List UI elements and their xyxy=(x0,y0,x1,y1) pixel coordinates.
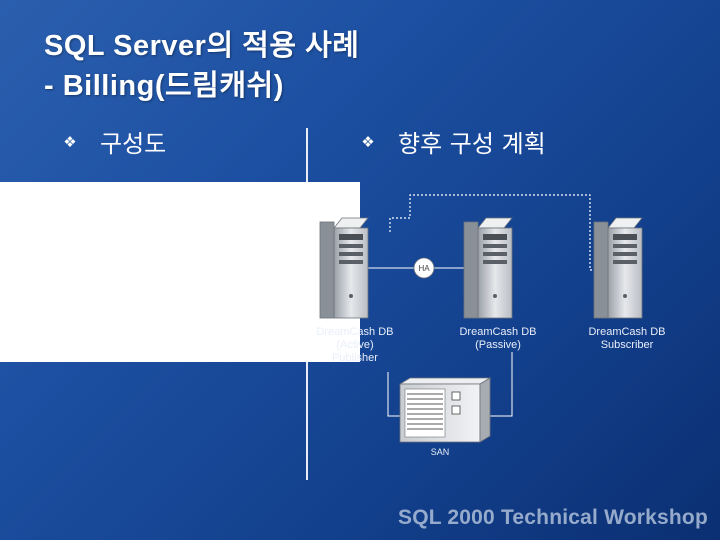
slide-title-line1: SQL Server의 적용 사례 xyxy=(44,30,360,62)
storage-label: SAN xyxy=(430,447,450,457)
bullet-current-architecture: ❖ 구성도 xyxy=(62,124,166,159)
bullet-text: 구성도 xyxy=(100,130,167,158)
blank-diagram-panel xyxy=(0,182,360,362)
storage-link-left xyxy=(387,372,400,417)
slide-title-line2: - Billing(드림캐쉬) xyxy=(44,70,284,102)
diamond-bullet-icon: ❖ xyxy=(361,132,375,151)
replication-link xyxy=(389,194,604,271)
server-label-subscriber: DreamCash DB Subscriber xyxy=(588,326,666,351)
server-label-active-publisher: DreamCash DB (Active) Publisher xyxy=(316,326,394,364)
server-passive xyxy=(463,217,513,319)
cluster-label: HA xyxy=(418,264,430,273)
storage-link-right xyxy=(488,352,513,417)
bullet-future-plan: ❖ 향후 구성 계획 xyxy=(360,124,546,159)
diamond-bullet-icon: ❖ xyxy=(63,132,77,151)
footer-workshop-title: SQL 2000 Technical Workshop xyxy=(397,506,708,529)
cluster-node xyxy=(413,257,435,279)
server-active-publisher xyxy=(319,217,369,319)
server-subscriber xyxy=(593,217,643,319)
san-storage xyxy=(398,377,492,443)
bullet-text: 향후 구성 계획 xyxy=(398,130,546,158)
server-label-passive: DreamCash DB (Passive) xyxy=(459,326,537,351)
